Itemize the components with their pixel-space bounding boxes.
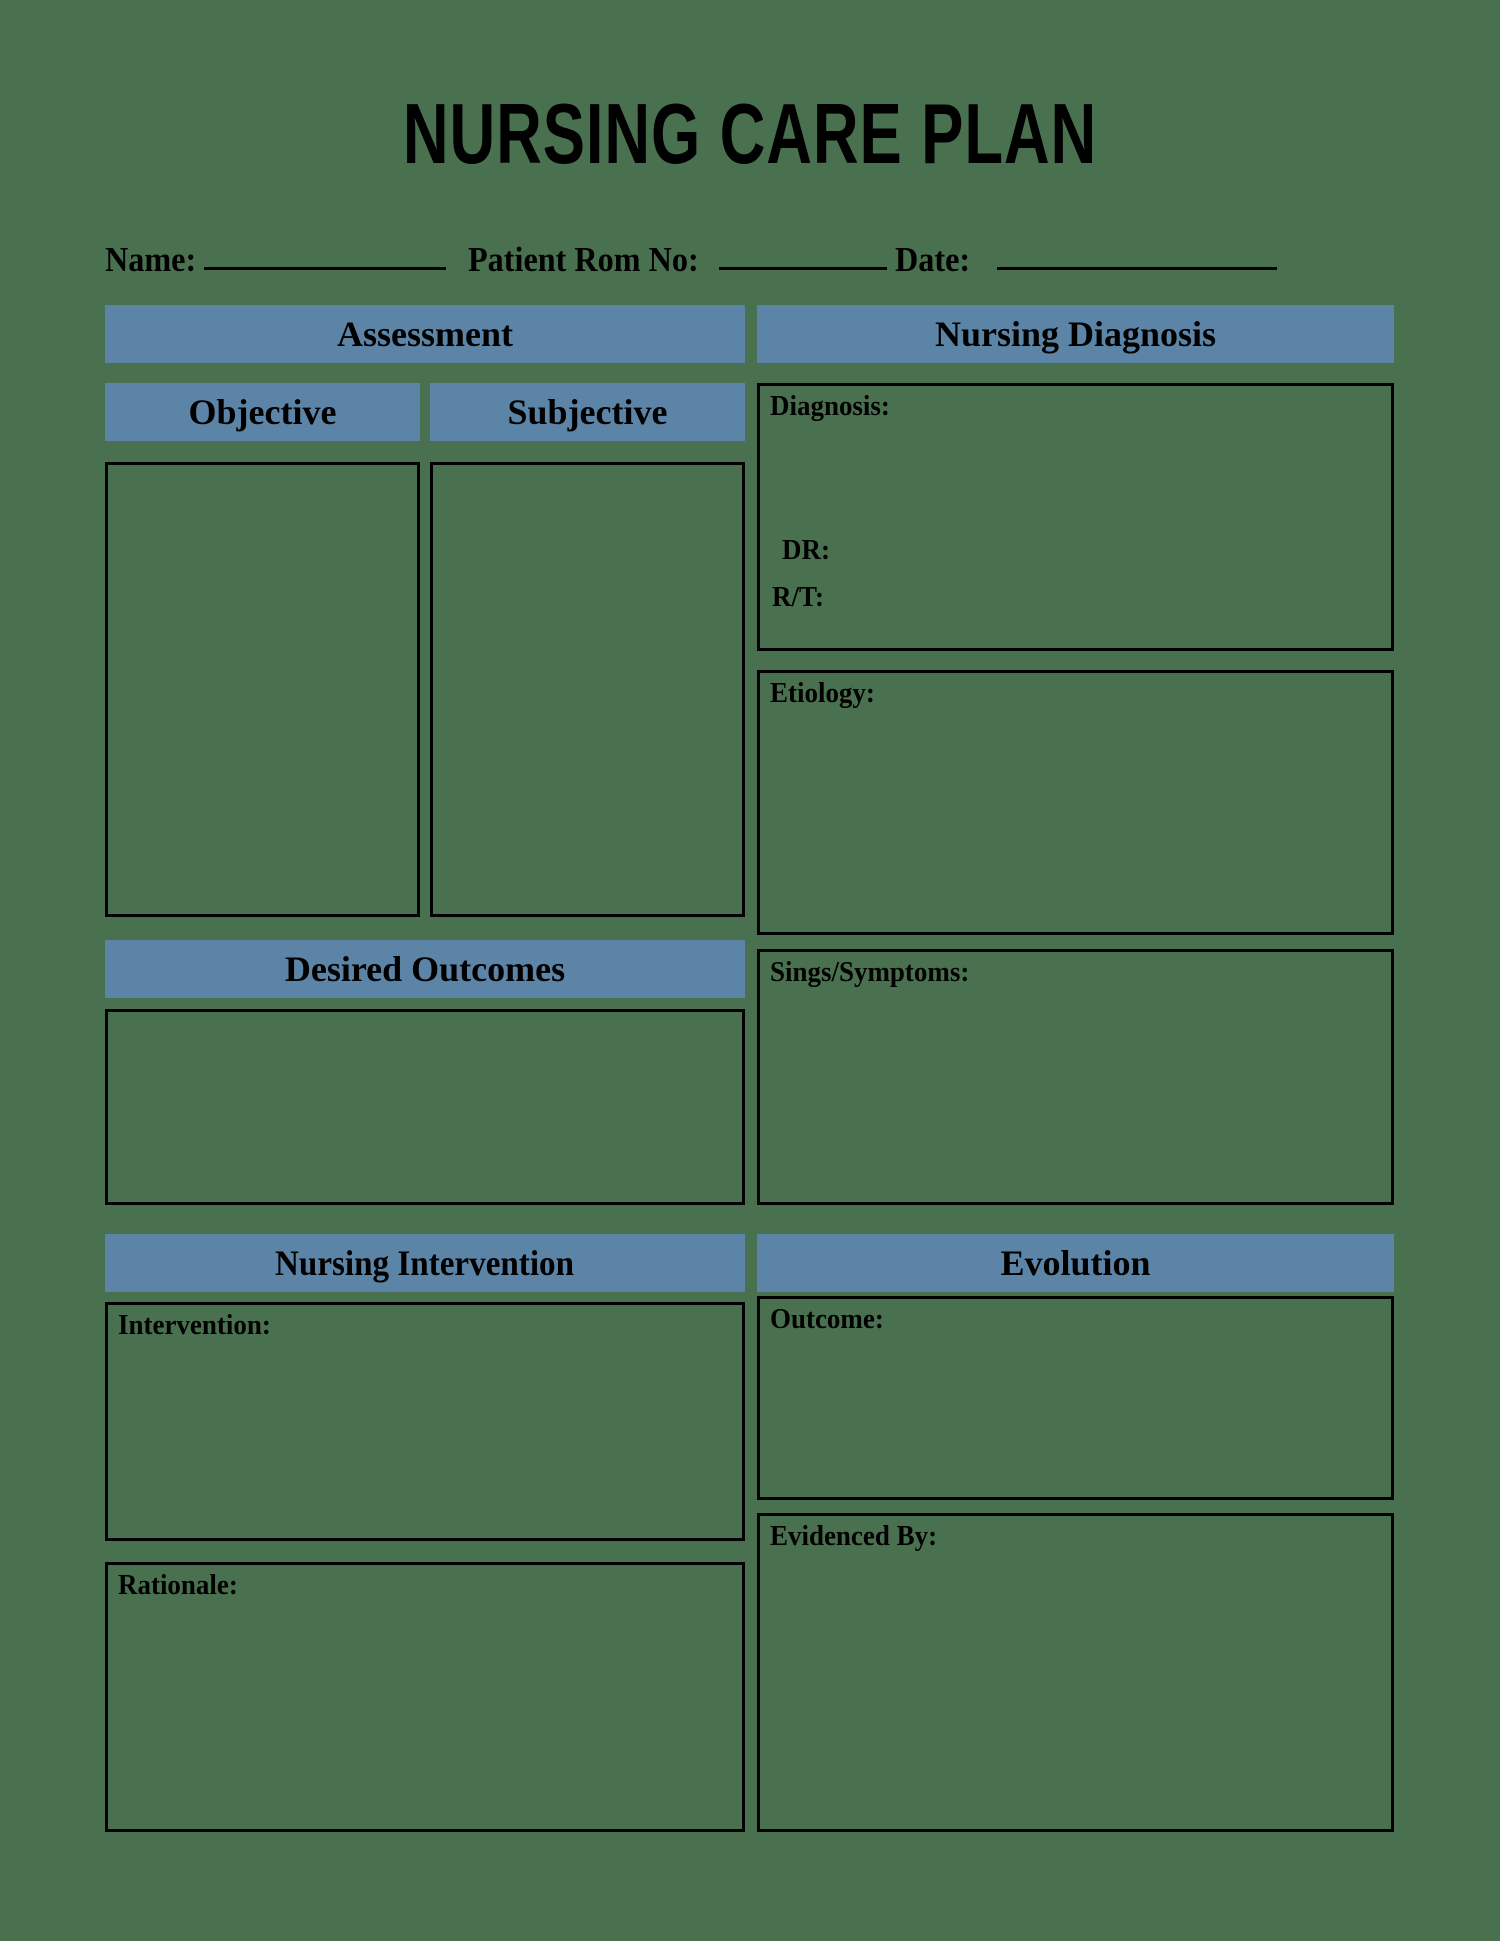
subsection-header-objective: Objective (105, 383, 420, 441)
evolution-title-text: Evolution (1000, 1243, 1151, 1283)
patient-room-no-input-rule[interactable] (718, 266, 887, 270)
assessment-title-text: Assessment (337, 314, 513, 354)
signs-symptoms-entry-box[interactable]: Sings/Symptoms: (757, 949, 1394, 1205)
dr-label: DR: (782, 534, 830, 566)
evidenced-by-entry-box[interactable]: Evidenced By: (757, 1513, 1394, 1832)
etiology-entry-box[interactable]: Etiology: (757, 670, 1394, 935)
section-header-nursing-intervention: Nursing Intervention (105, 1234, 745, 1292)
patient-room-no-label: Patient Rom No: (468, 240, 699, 279)
nursing-intervention-title-text: Nursing Intervention (275, 1243, 575, 1283)
rt-label: R/T: (772, 581, 824, 613)
nursing-diagnosis-title-text: Nursing Diagnosis (934, 314, 1217, 354)
rationale-label: Rationale: (118, 1569, 238, 1601)
section-header-evolution: Evolution (757, 1234, 1394, 1292)
date-label: Date: (894, 240, 971, 279)
rationale-entry-box[interactable]: Rationale: (105, 1562, 745, 1832)
signs-symptoms-label: Sings/Symptoms: (770, 956, 970, 988)
objective-entry-box[interactable] (105, 462, 420, 917)
desired-outcomes-title-text: Desired Outcomes (284, 949, 566, 989)
name-input-rule[interactable] (204, 266, 447, 270)
name-label: Name: (105, 240, 197, 279)
section-header-assessment: Assessment (105, 305, 745, 363)
patient-identification-line: Name: Patient Rom No: Date: (105, 235, 1405, 277)
outcome-label: Outcome: (770, 1303, 884, 1335)
etiology-label: Etiology: (770, 677, 875, 709)
diagnosis-label: Diagnosis: (770, 390, 890, 422)
diagnosis-entry-box[interactable]: Diagnosis: DR: R/T: (757, 383, 1394, 651)
evidenced-by-label: Evidenced By: (770, 1520, 938, 1552)
objective-title-text: Objective (188, 392, 337, 432)
desired-outcomes-entry-box[interactable] (105, 1009, 745, 1205)
date-input-rule[interactable] (996, 266, 1277, 270)
section-header-nursing-diagnosis: Nursing Diagnosis (757, 305, 1394, 363)
subjective-entry-box[interactable] (430, 462, 745, 917)
page-title: NURSING CARE PLAN (402, 87, 1098, 182)
intervention-label: Intervention: (118, 1309, 271, 1341)
subjective-title-text: Subjective (507, 392, 668, 432)
section-header-desired-outcomes: Desired Outcomes (105, 940, 745, 998)
subsection-header-subjective: Subjective (430, 383, 745, 441)
intervention-entry-box[interactable]: Intervention: (105, 1302, 745, 1541)
outcome-entry-box[interactable]: Outcome: (757, 1296, 1394, 1500)
